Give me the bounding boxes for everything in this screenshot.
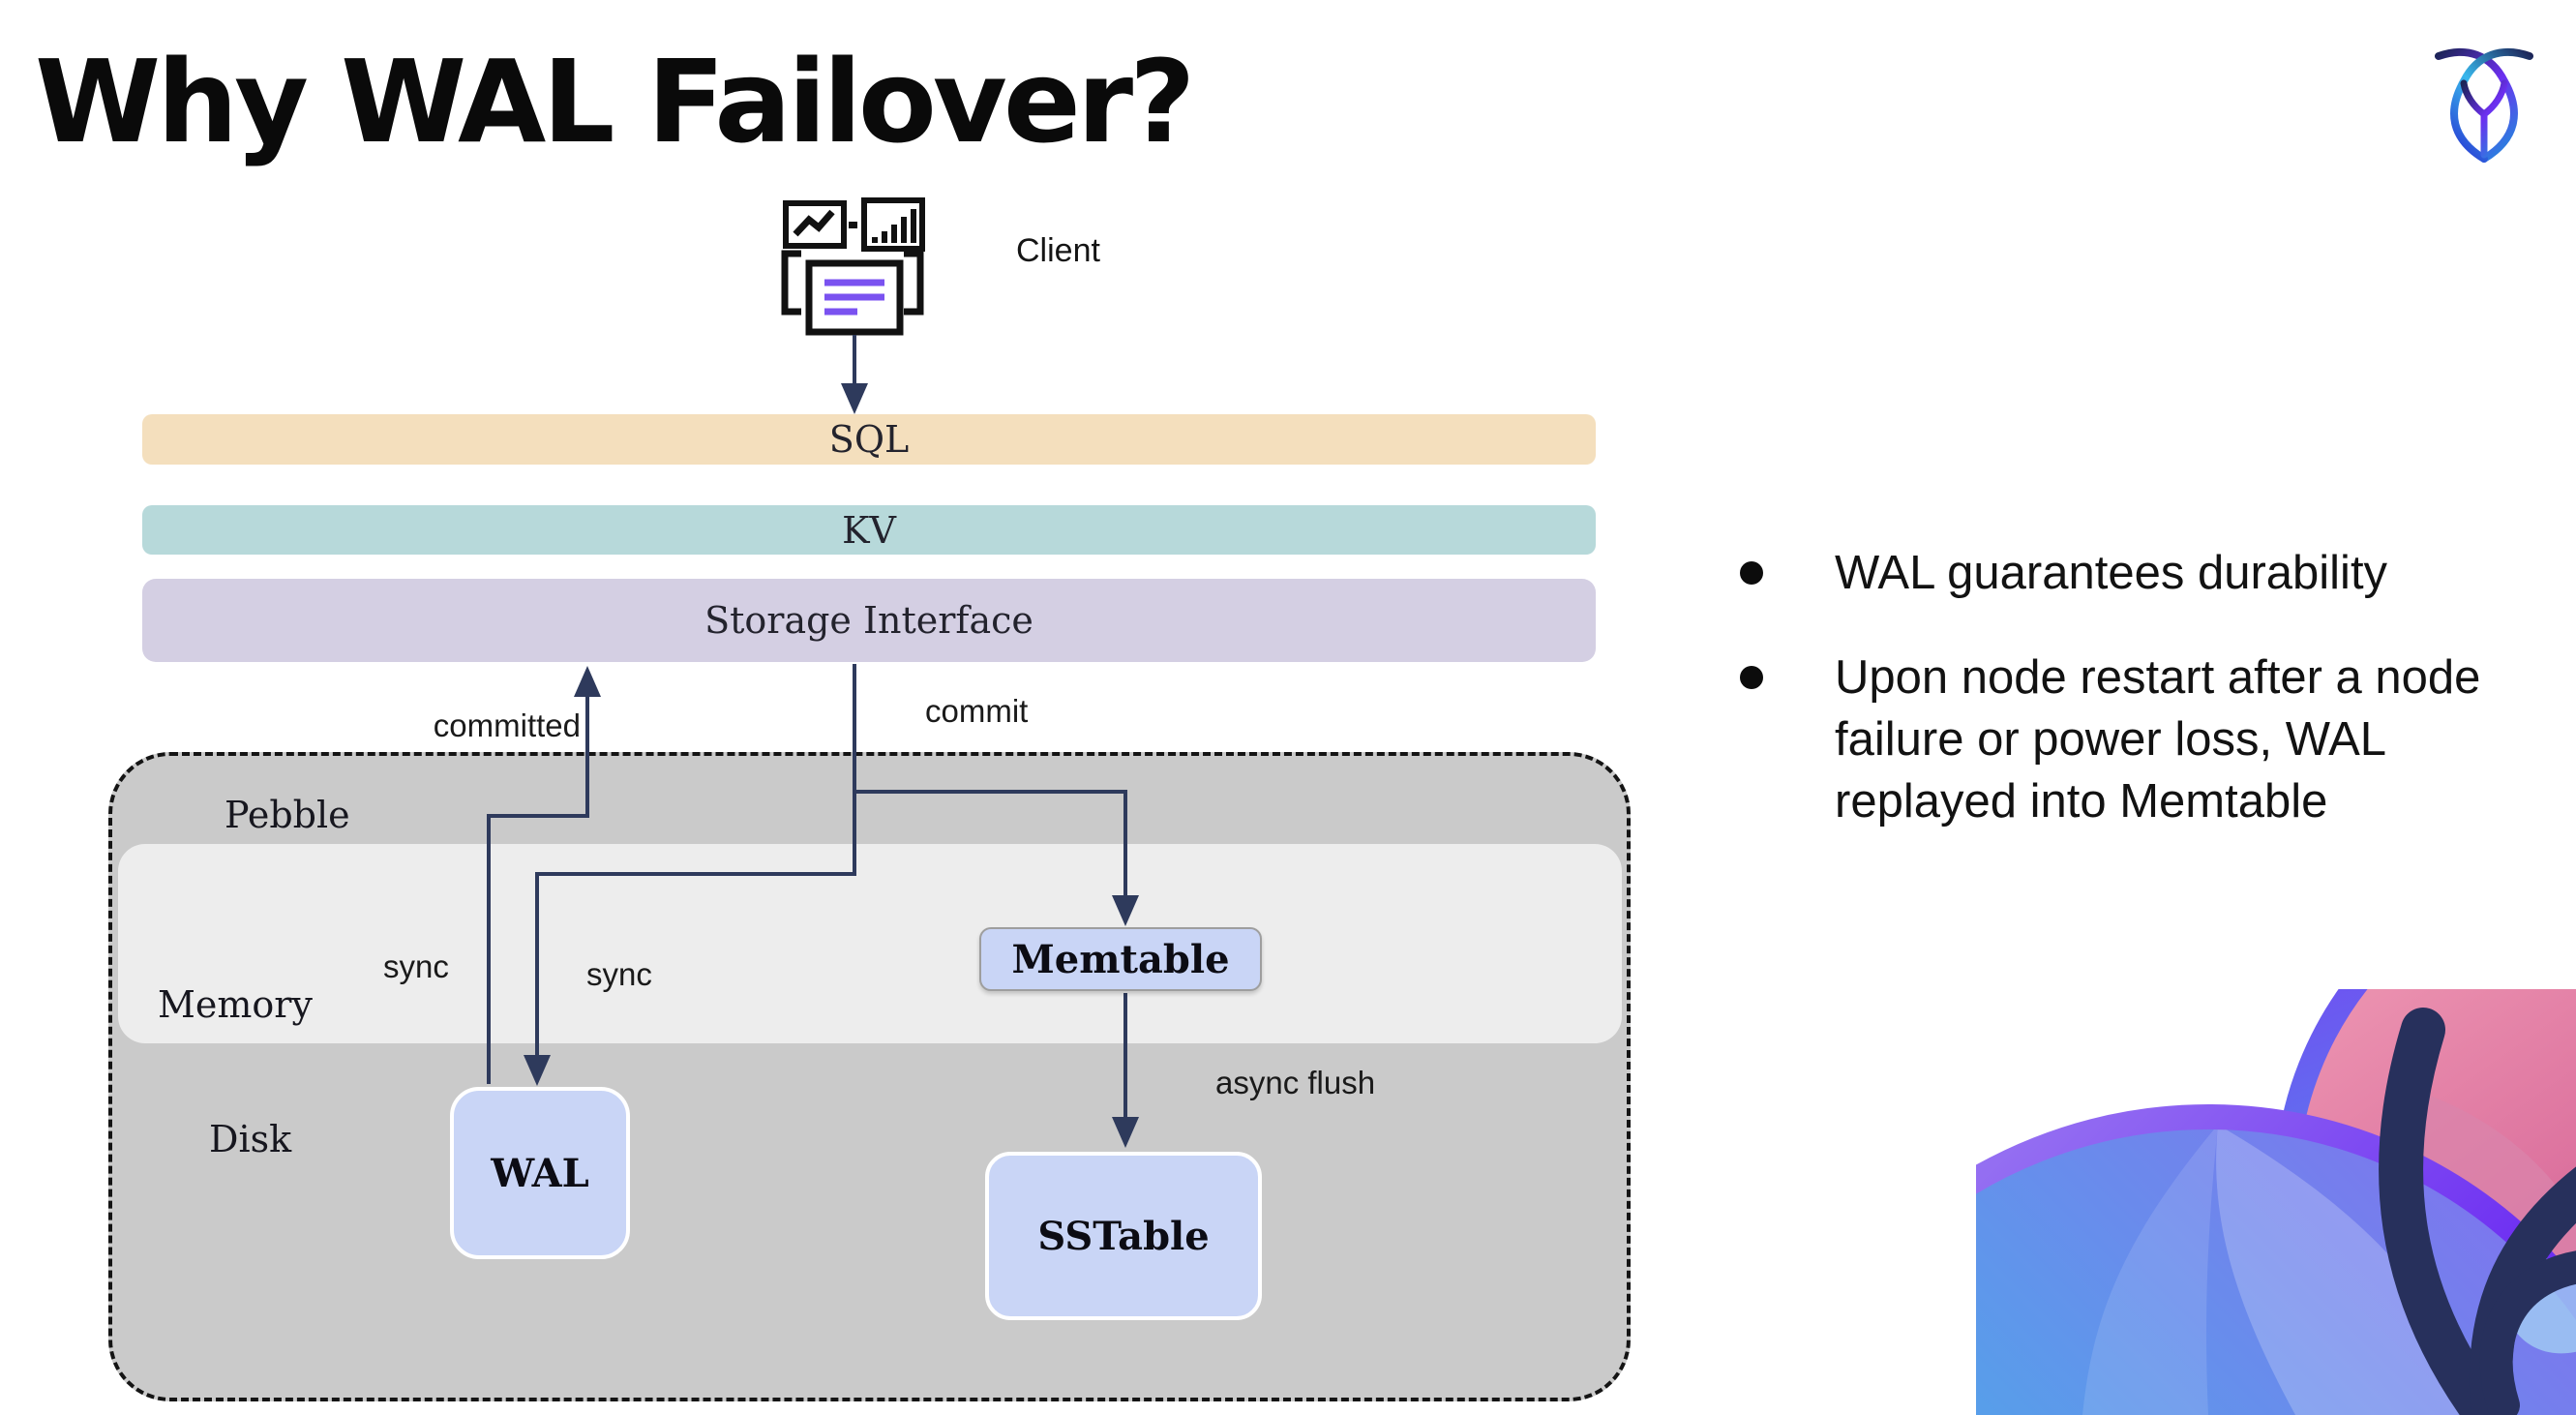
memory-band — [118, 844, 1622, 1043]
sstable-node: SSTable — [985, 1152, 1262, 1320]
arrowhead-client-sql — [841, 383, 868, 414]
list-item: Upon node restart after a node failure o… — [1740, 647, 2485, 832]
client-label: Client — [1016, 232, 1100, 269]
layer-kv-label: KV — [842, 508, 896, 552]
sync-right-label: sync — [586, 956, 652, 992]
bullet-list: WAL guarantees durability Upon node rest… — [1740, 542, 2485, 832]
arrowhead-committed — [574, 666, 601, 697]
layer-storage-interface: Storage Interface — [142, 579, 1596, 662]
brand-art-graphic — [1976, 989, 2576, 1415]
layer-sql: SQL — [142, 414, 1596, 465]
memtable-node: Memtable — [979, 927, 1262, 991]
layer-sql-label: SQL — [828, 418, 910, 461]
sync-left-label: sync — [383, 948, 449, 984]
layer-storage-interface-label: Storage Interface — [704, 599, 1033, 642]
async-flush-label: async flush — [1215, 1065, 1376, 1100]
memory-label: Memory — [158, 983, 313, 1026]
list-item: WAL guarantees durability — [1740, 542, 2485, 604]
layer-kv: KV — [142, 505, 1596, 555]
bullet-dot-icon — [1740, 561, 1763, 585]
committed-label: committed — [433, 708, 581, 743]
page-title: Why WAL Failover? — [35, 35, 1195, 168]
wal-node-label: WAL — [491, 1150, 589, 1196]
bullet-text: Upon node restart after a node failure o… — [1835, 651, 2481, 828]
pebble-label: Pebble — [225, 794, 350, 836]
disk-label: Disk — [209, 1118, 292, 1160]
brand-art — [1976, 989, 2576, 1415]
memtable-node-label: Memtable — [1011, 936, 1230, 982]
wal-node: WAL — [450, 1087, 630, 1259]
sstable-node-label: SSTable — [1037, 1213, 1210, 1259]
bullet-dot-icon — [1740, 666, 1763, 689]
cockroach-labs-logo-icon — [2435, 47, 2533, 163]
bullet-text: WAL guarantees durability — [1835, 547, 2388, 599]
client-icon — [781, 197, 925, 336]
commit-label: commit — [925, 693, 1029, 729]
